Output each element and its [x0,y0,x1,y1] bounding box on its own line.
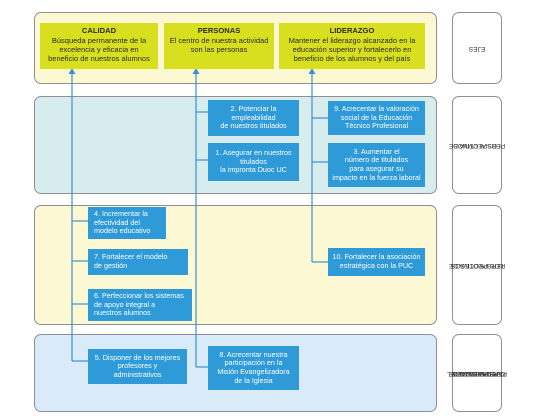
objective-2-text: de nuestros titulados [220,121,287,131]
eje-personas-box: PERSONAS El centro de nuestra actividad … [164,23,274,69]
sidebar-alumnos: PERSPECTIVA DE LOS ALUMNOS [449,96,505,194]
objective-2-text: empleabilidad [231,112,276,122]
objective-9-text: Técnico Profesional [344,121,409,131]
objective-10-box: 10. Fortalecer la asociación estratégica… [328,248,425,276]
objective-3-text: para asegurar su [349,164,404,173]
objective-5-text: administrativos [113,369,162,379]
objective-6-box: 6. Perfeccionar los sistemas de apoyo in… [88,289,192,321]
objective-10-text: estratégica con la PUC [339,261,414,270]
objective-2-text: 2. Potenciar la [230,104,277,114]
objective-8-text: de la Iglesia [234,375,273,385]
eje-liderazgo-title: LIDERAZGO [329,26,375,35]
liderazgo-arrowhead [308,68,316,74]
sidebar-procesos: PERSPECTIVA DE LOS PROCESOS [449,205,505,325]
objective-4-box: 4. Incrementar la efectividad del modelo… [88,207,166,239]
objective-4-text: 4. Incrementar la [94,209,148,219]
objective-5-text: profesores y [117,361,158,371]
objective-7-box: 7. Fortalecer el modelo de gestión [88,249,188,275]
objective-5-text: 5. Disponer de los mejores [94,352,181,362]
objective-3-text: número de titulados [344,155,409,165]
personas-arrowhead [192,68,200,74]
calidad-arrowhead [68,68,76,74]
sidebar-ejes: EJES [452,12,502,84]
objective-2-box: 2. Potenciar la empleabilidad de nuestro… [208,100,299,136]
objective-7-text: 7. Fortalecer el modelo [94,252,168,262]
objective-4-text: efectividad del [94,217,140,227]
eje-liderazgo-text: beneficio de los alumnos y del país [293,54,411,63]
objective-1-text: titulados [240,156,267,166]
objective-8-text: participación en la [224,358,283,368]
eje-liderazgo-box: LIDERAZGO Mantener el liderazgo alcanzad… [279,23,425,69]
objective-9-box: 9. Acrecentar la valoración social de la… [328,101,425,135]
objective-9-text: 9. Acrecentar la valoración [334,104,419,114]
objective-10-text: 10. Fortalecer la asociación [332,252,421,262]
objective-8-text: Misión Evangelizadora [217,367,290,376]
objective-3-box: 3. Aumentar el número de titulados para … [328,143,425,187]
objective-3-text: impacto en la fuerza laboral [332,172,421,182]
eje-personas-text: El centro de nuestra actividad [169,36,269,45]
eje-calidad-text: excelencia y eficacia en [59,45,139,54]
eje-personas-text: son las personas [190,45,248,54]
eje-liderazgo-text: educación superior y fortalecerlo en [292,45,412,54]
eje-liderazgo-text: Mantener el liderazgo alcanzado en la [288,36,416,45]
objective-3-text: 3. Aumentar el [353,146,400,156]
objective-1-text: la impronta Duoc UC [220,165,287,175]
eje-calidad-text: Búsqueda permanente de la [51,36,147,45]
objective-6-text: de apoyo integral a [94,299,156,309]
objective-6-text: nuestros alumnos [94,308,151,318]
sidebar-ejes-label: EJES [468,44,486,52]
objective-6-text: 6. Perfeccionar los sistemas [94,291,184,301]
sidebar-alumnos-label: LOS ALUMNOS [453,141,501,149]
objective-1-text: 1. Asegurar en nuestros [215,148,292,158]
sidebar-procesos-label: LOS PROCESOS [450,261,504,269]
objective-9-text: social de la Educación [340,112,413,122]
eje-calidad-text: beneficio de nuestros alumnos [48,54,150,63]
objective-1-box: 1. Asegurar en nuestros titulados la imp… [208,143,299,181]
eje-calidad-title: CALIDAD [81,26,117,35]
eje-personas-title: PERSONAS [197,26,241,35]
objective-7-text: de gestión [94,261,128,270]
objective-4-text: modelo educativo [94,226,151,236]
objective-8-box: 8. Acrecentar nuestra participación en l… [208,346,299,390]
objective-8-text: 8. Acrecentar nuestra [219,349,288,359]
eje-calidad-box: CALIDAD Búsqueda permanente de la excele… [40,23,158,69]
sidebar-personas-label: LAS PERSONAS [451,369,503,377]
objective-5-box: 5. Disponer de los mejores profesores y … [88,349,187,384]
sidebar-personas: PERSPECTIVA DEL APRENDIZAJE Y CRECIMIENT… [447,334,507,412]
